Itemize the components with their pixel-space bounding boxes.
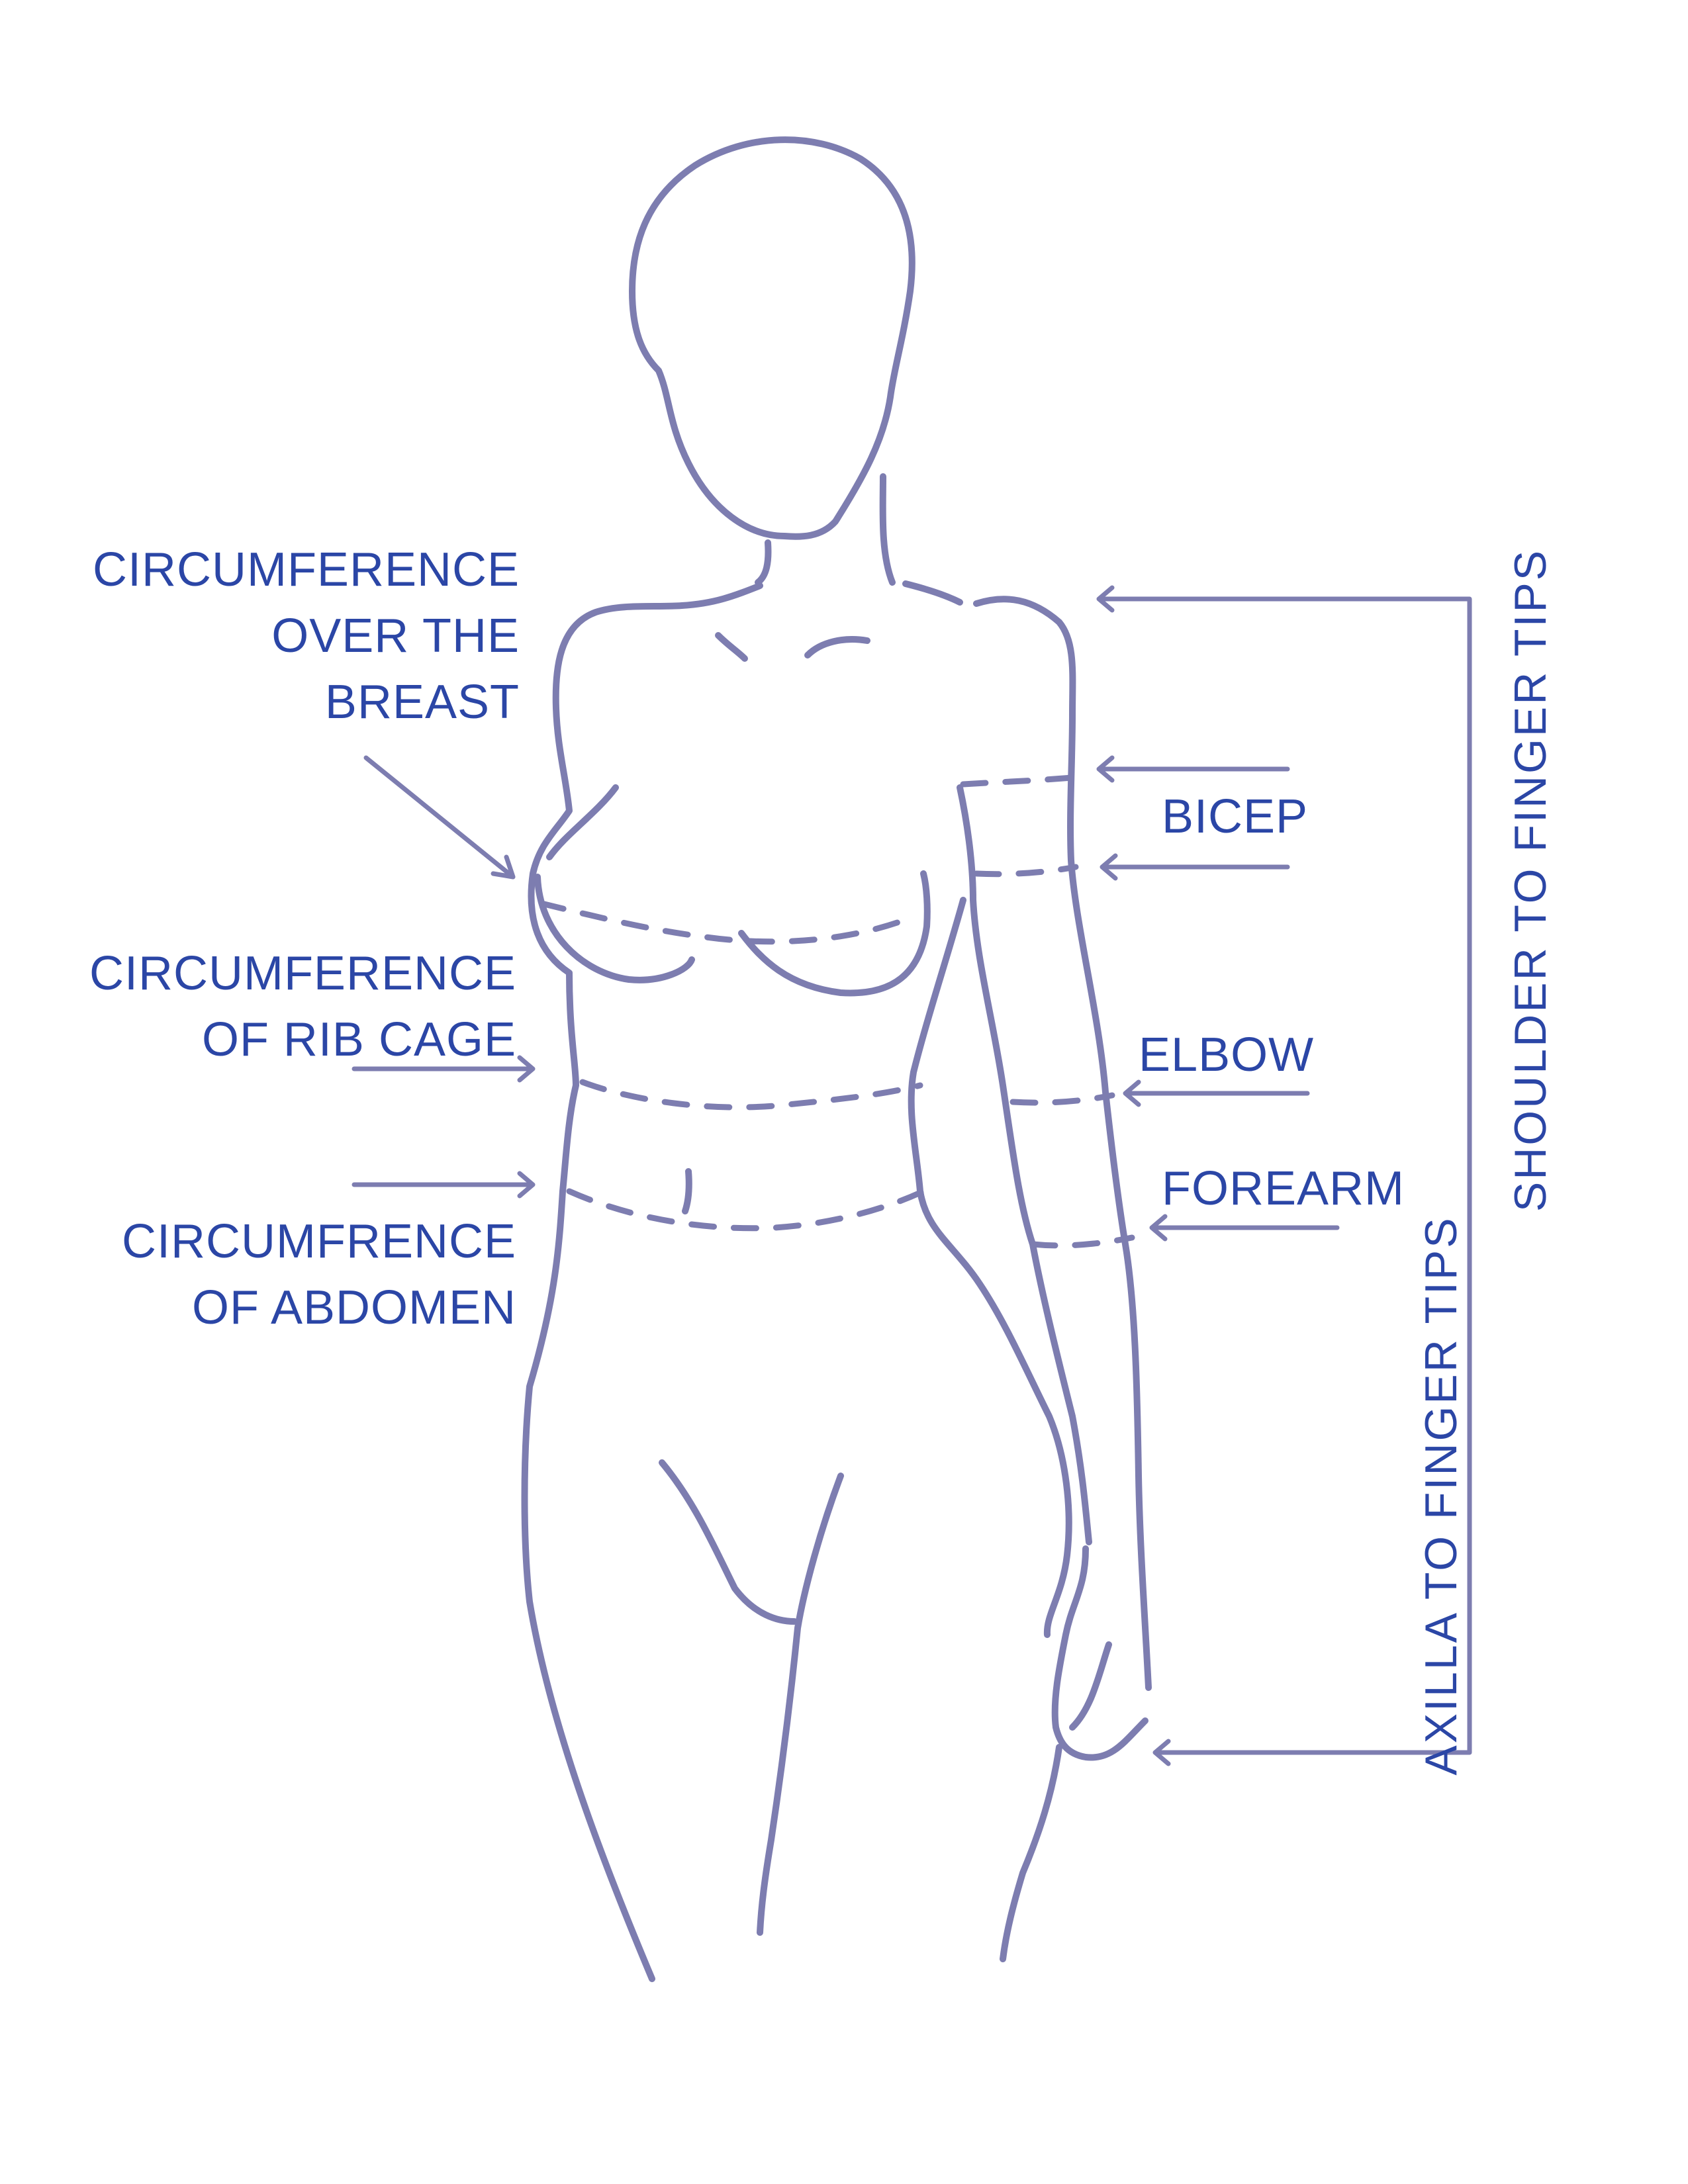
right-thumb [1069,1641,1112,1731]
measurement-labels: CIRCUMFERENCE OVER THE BREAST CIRCUMFERE… [89,543,1556,1776]
breast-inner-line [546,784,619,860]
elbow-arrow [1123,1079,1310,1107]
abdomen-arrow [352,1171,536,1199]
bicep-arrow-lower [1100,853,1290,881]
right-hand-outline [1051,1545,1149,1761]
ribcage-arrow [352,1055,536,1083]
bicep-lower-dashed-line [973,864,1079,878]
measurement-dashed-lines [538,774,1135,1249]
ribcage-dashed-line [579,1079,923,1111]
label-shoulder-to-finger-tips: SHOULDER TO FINGER TIPS [1505,549,1556,1212]
label-abdomen-line1: CIRCUMFRENCE [122,1215,516,1268]
breast-left-underside [534,874,695,983]
bicep-upper-dashed-line [960,774,1076,788]
breast-arrow [363,755,516,880]
neck-left [755,539,772,586]
forearm-arrow [1149,1214,1340,1242]
bicep-arrow-upper [1096,755,1290,783]
head-outline [629,136,915,540]
measurement-arrows [352,585,1472,1766]
torso-right-outline [908,897,1072,1638]
shoulder-to-fingertips-bracket [1096,585,1472,1766]
label-breast-line2: OVER THE [271,610,520,662]
elbow-dashed-line [1009,1092,1115,1106]
label-bicep: BICEP [1162,790,1308,843]
label-ribcage-line1: CIRCUMFERENCE [89,947,516,1000]
shoulder-right [902,580,963,606]
label-forearm: FOREARM [1162,1162,1405,1215]
collarbone-left [715,632,748,662]
navel-line [682,1168,692,1214]
breast-dashed-line [538,900,917,945]
forearm-dashed-line [1029,1234,1135,1249]
crotch-left [659,1459,798,1625]
torso-left-outline [521,582,763,1982]
abdomen-dashed-line [566,1188,927,1232]
leg-inner-right [757,1473,844,1936]
right-fingers-lower [1000,1744,1062,1962]
female-body-outline [521,136,1152,1982]
label-abdomen-line2: OF ABDOMEN [192,1281,516,1334]
neck-right [879,473,896,586]
label-ribcage-line2: OF RIB CAGE [202,1013,516,1066]
arm-right-inner [957,784,1092,1545]
label-axilla-to-finger-tips: AXILLA TO FINGER TIPS [1416,1216,1466,1775]
breast-right-underside [738,870,931,997]
label-breast-line1: CIRCUMFERENCE [93,543,520,596]
label-elbow: ELBOW [1139,1028,1314,1081]
arm-right-outer [973,596,1152,1691]
label-breast-line3: BREAST [325,676,520,729]
collarbone-right [804,636,870,659]
